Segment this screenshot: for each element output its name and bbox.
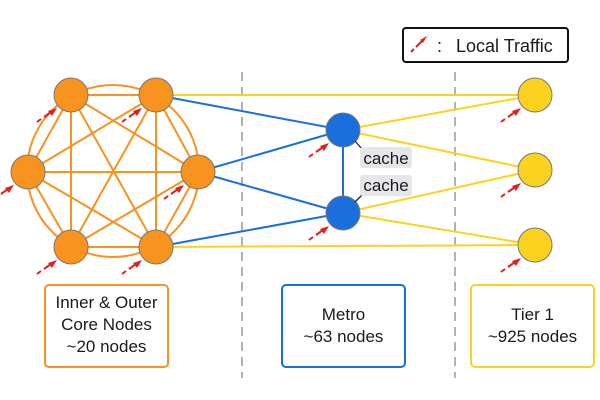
node-core-bottom-right xyxy=(138,229,174,265)
node-metro-top xyxy=(325,112,361,148)
legend-label: Local Traffic xyxy=(456,36,553,56)
cache-label-bg-top xyxy=(360,147,412,168)
core-tier-line-3: ~20 nodes xyxy=(67,337,147,356)
metro-tier1-edge xyxy=(342,94,536,131)
metro-tier-box: Metro ~63 nodes xyxy=(281,284,406,368)
local-traffic-arrow-icon xyxy=(0,185,14,195)
cache-connector-bottom xyxy=(354,194,363,203)
core-mesh-edge xyxy=(70,171,199,248)
local-traffic-arrow-icon xyxy=(500,183,521,198)
local-traffic-arrow-icon xyxy=(121,108,142,123)
local-traffic-arrows-layer xyxy=(0,108,521,275)
node-metro-bottom xyxy=(325,195,361,231)
local-traffic-arrow-icon xyxy=(36,108,57,123)
node-tier1-top xyxy=(517,77,553,113)
node-core-top-left xyxy=(53,77,89,113)
tier1-line-2: ~925 nodes xyxy=(488,327,577,346)
local-traffic-arrow-icon xyxy=(308,143,329,158)
metro-tier1-edge xyxy=(342,169,536,214)
metro-tier1-edge xyxy=(342,129,536,171)
cache-label-bottom: cache xyxy=(363,176,408,195)
tier1-box: Tier 1 ~925 nodes xyxy=(470,284,595,368)
metro-tier-line-2: ~63 nodes xyxy=(304,327,384,346)
metro-tier1-edge xyxy=(342,212,536,246)
tier1-line-1: Tier 1 xyxy=(511,305,554,324)
node-tier1-middle xyxy=(517,152,553,188)
local-traffic-arrow-icon xyxy=(36,260,57,275)
core-tier-line-1: Inner & Outer xyxy=(55,293,157,312)
local-traffic-arrow-icon xyxy=(500,108,521,123)
node-core-top-right xyxy=(138,77,174,113)
edges-layer xyxy=(26,84,536,258)
node-core-right xyxy=(180,154,216,190)
cache-label-bg-bottom xyxy=(360,175,412,196)
node-core-left xyxy=(10,154,46,190)
core-mesh-edge xyxy=(27,171,157,248)
nodes-layer xyxy=(10,77,553,265)
local-traffic-arrow-icon xyxy=(410,36,427,53)
cache-connector-top xyxy=(354,140,363,150)
core-mesh-edge xyxy=(27,94,157,173)
core-tier1-edge xyxy=(155,244,536,248)
metro-tier-line-1: Metro xyxy=(322,305,365,324)
node-tier1-bottom xyxy=(517,227,553,263)
legend-box xyxy=(402,27,569,63)
core-metro-edge xyxy=(197,129,344,173)
local-traffic-arrow-icon xyxy=(500,258,521,273)
core-metro-edge xyxy=(197,171,344,214)
core-metro-edge xyxy=(155,212,344,248)
node-core-bottom-left xyxy=(53,229,89,265)
core-metro-edge xyxy=(155,94,344,131)
cache-label-top: cache xyxy=(363,149,408,168)
local-traffic-arrow-icon xyxy=(163,185,184,200)
legend-separator: : xyxy=(437,36,442,56)
local-traffic-arrow-icon xyxy=(308,226,329,241)
local-traffic-arrow-icon xyxy=(121,260,142,275)
legend: : Local Traffic xyxy=(402,27,569,63)
core-tier-box: Inner & Outer Core Nodes ~20 nodes xyxy=(44,284,169,368)
core-tier-line-2: Core Nodes xyxy=(61,315,152,334)
